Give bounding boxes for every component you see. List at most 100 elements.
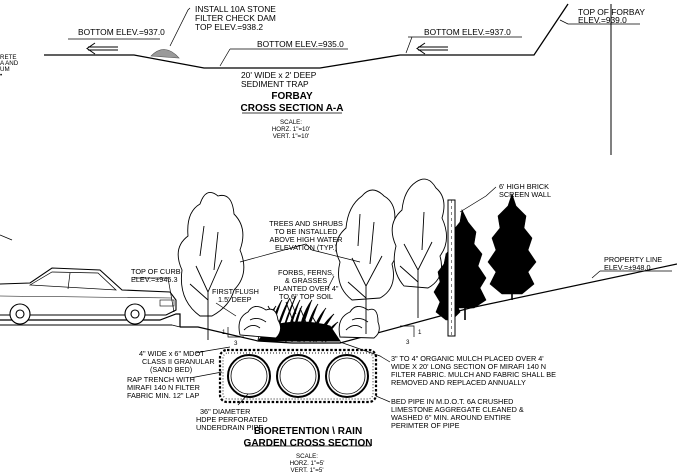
flow-arrow-right <box>416 42 448 55</box>
svg-text:VERT. 1"=5': VERT. 1"=5' <box>290 467 323 474</box>
slope-indicator-right <box>400 325 415 337</box>
garden-scale: SCALE: HORZ. 1"=5' VERT. 1"=5' <box>290 453 325 474</box>
garden-leaders <box>134 186 672 406</box>
slope-left-rise: 1 <box>222 329 226 336</box>
svg-text:FIRST FLUSH: FIRST FLUSH <box>212 287 259 296</box>
svg-text:ELEV.=±948.0: ELEV.=±948.0 <box>604 263 651 272</box>
svg-text:WASHED 6" MIN. AROUND ENTIRE: WASHED 6" MIN. AROUND ENTIRE <box>391 413 511 422</box>
slope-right-run: 3 <box>406 339 410 346</box>
road-and-curb <box>0 313 181 327</box>
car-wheel-rear <box>9 303 31 325</box>
svg-text:36" DIAMETER: 36" DIAMETER <box>200 407 250 416</box>
leader-top-of-curb <box>134 277 175 313</box>
svg-text:HORZ. 1"=5': HORZ. 1"=5' <box>290 460 325 467</box>
basin-right-slope <box>292 263 677 344</box>
label-check-dam: INSTALL 10A STONE FILTER CHECK DAM TOP E… <box>195 4 276 32</box>
svg-text:(SAND BED): (SAND BED) <box>150 365 192 374</box>
leader-mdot <box>195 346 231 354</box>
leader-bed-pipe <box>375 395 391 403</box>
svg-text:6' HIGH BRICK: 6' HIGH BRICK <box>499 182 549 191</box>
svg-text:PLANTED OVER 4": PLANTED OVER 4" <box>273 284 338 293</box>
svg-text:•: • <box>0 72 2 79</box>
brick-screen-wall <box>447 199 456 337</box>
svg-text:TOP OF CURB: TOP OF CURB <box>131 267 181 276</box>
label-left-fragment: RETE A AND UM • <box>0 54 19 79</box>
leader-check-dam <box>169 7 191 47</box>
svg-text:UNDERDRAIN PIPE: UNDERDRAIN PIPE <box>196 423 263 432</box>
forbay-title-line2: CROSS SECTION A-A <box>241 103 344 114</box>
pipe-left <box>227 354 271 398</box>
hdpe-pipes <box>227 354 369 398</box>
svg-text:RAP TRENCH WITH: RAP TRENCH WITH <box>127 375 195 384</box>
svg-text:20' WIDE x 2' DEEP: 20' WIDE x 2' DEEP <box>241 70 317 80</box>
leader-mulch <box>339 341 391 363</box>
check-dam-mound <box>150 49 180 59</box>
svg-text:MIRAFI 140 N FILTER: MIRAFI 140 N FILTER <box>127 383 200 392</box>
forbay-scale: SCALE: HORZ. 1"=10' VERT. 1"=10' <box>272 119 310 140</box>
svg-text:ABOVE HIGH WATER: ABOVE HIGH WATER <box>270 235 343 244</box>
svg-text:SCALE:: SCALE: <box>296 453 318 460</box>
leader-wrap-trench <box>189 371 223 379</box>
svg-text:ELEV.=939.0: ELEV.=939.0 <box>578 15 627 25</box>
label-bottom-elev-left: BOTTOM ELEV.=937.0 <box>78 27 165 37</box>
garden-title-line1: BIORETENTION \ RAIN <box>254 426 362 437</box>
svg-text:1.5' DEEP: 1.5' DEEP <box>218 295 252 304</box>
svg-text:PROPERTY LINE: PROPERTY LINE <box>604 255 662 264</box>
label-hdpe: 36" DIAMETER HDPE PERFORATED UNDERDRAIN … <box>196 407 268 432</box>
garden-labels: 6' HIGH BRICK SCREEN WALL TREES AND SHRU… <box>127 182 662 474</box>
forbay-section <box>44 3 640 155</box>
pipe-center <box>276 354 320 398</box>
svg-text:TOP ELEV.=938.2: TOP ELEV.=938.2 <box>195 22 263 32</box>
car-wheel-front <box>124 303 146 325</box>
svg-text:FABRIC MIN. 12" LAP: FABRIC MIN. 12" LAP <box>127 391 199 400</box>
svg-text:& GRASSES: & GRASSES <box>285 276 327 285</box>
svg-text:FILTER CHECK DAM: FILTER CHECK DAM <box>195 13 276 23</box>
label-bed-pipe: BED PIPE IN M.D.O.T. 6A CRUSHED LIMESTON… <box>391 397 524 430</box>
leader-top-of-forbay <box>559 19 640 25</box>
label-trees-shrubs: TREES AND SHRUBS TO BE INSTALLED ABOVE H… <box>269 219 343 252</box>
leader-hdpe <box>237 393 249 406</box>
label-top-of-forbay: TOP OF FORBAY ELEV.=939.0 <box>578 7 645 25</box>
label-top-of-curb: TOP OF CURB ELEV.=±945.3 <box>131 267 181 284</box>
shrub-right <box>338 306 380 339</box>
svg-text:SCREEN WALL: SCREEN WALL <box>499 190 551 199</box>
label-bottom-elev-center: BOTTOM ELEV.=935.0 <box>257 39 344 49</box>
svg-text:SEDIMENT TRAP: SEDIMENT TRAP <box>241 79 309 89</box>
slope-indicator-left <box>227 327 244 338</box>
garden-title-line2: GARDEN CROSS SECTION <box>244 438 373 449</box>
pipe-right <box>325 354 369 398</box>
svg-text:HDPE PERFORATED: HDPE PERFORATED <box>196 415 268 424</box>
svg-text:VERT. 1"=10': VERT. 1"=10' <box>273 133 309 140</box>
label-mdot: 4" WIDE x 6" MDOT CLASS II GRANULAR (SAN… <box>139 349 215 374</box>
leader-forbs <box>289 298 297 315</box>
flow-arrow-left <box>86 42 118 55</box>
label-bottom-elev-right: BOTTOM ELEV.=937.0 <box>424 27 511 37</box>
svg-text:CLASS II GRANULAR: CLASS II GRANULAR <box>142 357 215 366</box>
svg-text:HORZ. 1"=10': HORZ. 1"=10' <box>272 126 310 133</box>
leader-trees-shrubs <box>305 243 361 263</box>
svg-text:TO 6" TOP SOIL: TO 6" TOP SOIL <box>279 292 333 301</box>
svg-text:UM: UM <box>0 66 10 73</box>
forbay-labels: BOTTOM ELEV.=937.0 INSTALL 10A STONE FIL… <box>0 4 645 140</box>
svg-text:TOP OF FORBAY: TOP OF FORBAY <box>578 7 645 17</box>
svg-text:INSTALL 10A STONE: INSTALL 10A STONE <box>195 4 276 14</box>
svg-text:WIDE X 20' LONG SECTION OF MIR: WIDE X 20' LONG SECTION OF MIRAFI 140 N <box>391 362 546 371</box>
svg-text:BED PIPE IN M.D.O.T. 6A CRUSHE: BED PIPE IN M.D.O.T. 6A CRUSHED <box>391 397 513 406</box>
label-forbs: FORBS, FERNS, & GRASSES PLANTED OVER 4" … <box>273 268 338 301</box>
leader-first-flush <box>215 302 237 317</box>
svg-text:ELEV.=±945.3: ELEV.=±945.3 <box>131 275 178 284</box>
shrubs <box>238 306 380 339</box>
svg-text:PERIMTER OF PIPE: PERIMTER OF PIPE <box>391 421 460 430</box>
label-sediment-trap: 20' WIDE x 2' DEEP SEDIMENT TRAP <box>241 70 317 89</box>
slope-left-run: 3 <box>234 340 238 347</box>
svg-text:FORBS, FERNS,: FORBS, FERNS, <box>278 268 334 277</box>
svg-text:3" TO 4" ORGANIC MULCH PLACED: 3" TO 4" ORGANIC MULCH PLACED OVER 4' <box>391 354 544 363</box>
svg-text:TO BE INSTALLED: TO BE INSTALLED <box>275 227 338 236</box>
label-property-line: PROPERTY LINE ELEV.=±948.0 <box>604 255 662 272</box>
slope-right-rise: 1 <box>418 329 422 336</box>
shrub-left <box>238 306 281 339</box>
leader-brick-wall <box>459 186 497 213</box>
tree-mid <box>335 189 399 334</box>
